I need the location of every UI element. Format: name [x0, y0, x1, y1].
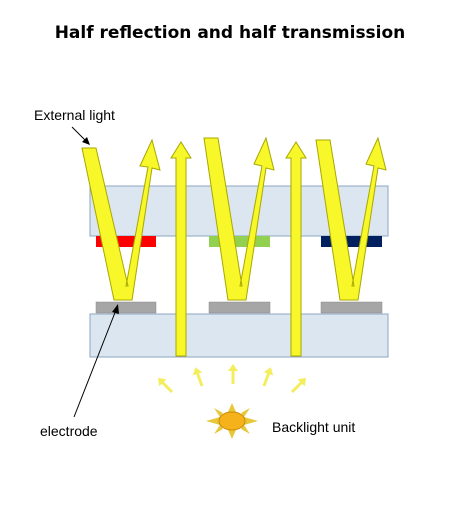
backlight-ray-4	[262, 367, 274, 387]
color-filter-red	[96, 236, 156, 247]
color-filter-green	[209, 236, 270, 247]
backlight-unit-label: Backlight unit	[272, 419, 355, 435]
backlight-ray-2	[192, 367, 204, 387]
backlight-ray-5	[290, 377, 307, 394]
reflected-light-middle	[203, 136, 275, 301]
backlight-ray-3	[228, 364, 238, 384]
backlight-ray-1	[157, 377, 174, 394]
electrode-pointer	[73, 304, 119, 418]
transmitted-light-left	[170, 141, 192, 357]
diagram-title: Half reflection and half transmission	[55, 23, 406, 43]
reflected-light-left	[81, 138, 161, 301]
electrode-right	[320, 301, 383, 314]
electrode-label: electrode	[40, 423, 98, 439]
electrode-middle	[208, 301, 271, 314]
color-filter-blue	[321, 236, 382, 247]
external-light-pointer	[71, 126, 90, 145]
bottom-glass-substrate	[89, 313, 389, 358]
electrode-left	[95, 301, 157, 314]
transmitted-light-right	[285, 141, 307, 357]
external-light-label: External light	[34, 107, 115, 123]
backlight-rays	[157, 364, 307, 394]
reflected-light-right	[315, 136, 387, 301]
sun-icon	[206, 403, 258, 439]
